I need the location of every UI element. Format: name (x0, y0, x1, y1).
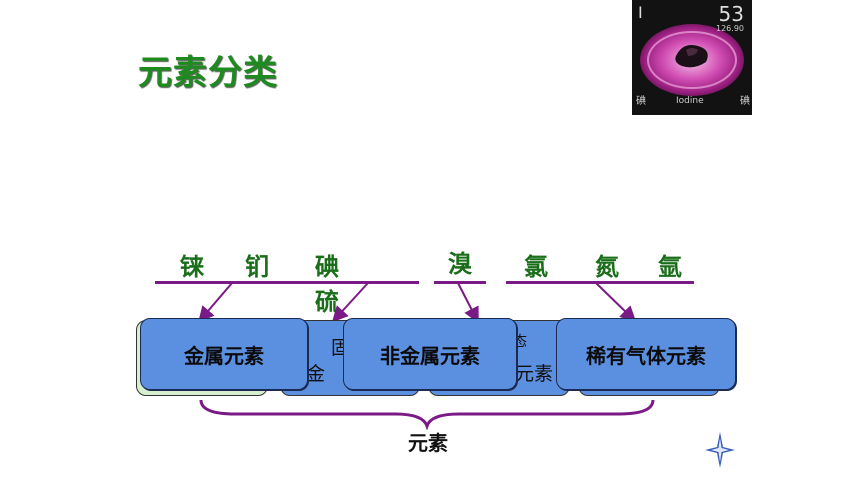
atomic-number: 53 (718, 2, 744, 26)
element-rhenium: 铼 (180, 252, 204, 281)
element-bromine: 溴 (448, 249, 472, 278)
arrow-to-metal (198, 282, 233, 323)
elements-label: 元素 (408, 431, 448, 455)
element-iodine: 碘 (315, 252, 339, 281)
underline-noble-group (506, 281, 694, 284)
element-symbol: I (638, 3, 643, 22)
element-name-cn-right: 碘 (740, 96, 750, 107)
nonmetal-elements-label: 非金属元素 (380, 343, 480, 368)
atomic-mass: 126.90 (716, 24, 744, 33)
element-chlorine: 氯 (524, 252, 548, 281)
iodine-sample-graphic (640, 24, 744, 96)
underline-nonmetal-group (300, 281, 419, 284)
element-name-cn: 碘 (636, 96, 646, 107)
arrow-to-noble (595, 282, 637, 323)
curly-brace (199, 399, 655, 430)
arrow-to-solid (331, 282, 369, 323)
arrow-to-liquid (457, 282, 479, 324)
metal-elements-box: 金属元素 (140, 318, 308, 390)
metal-elements-label: 金属元素 (184, 343, 264, 368)
element-nitrogen: 氮 (595, 252, 619, 281)
element-argon: 氩 (658, 252, 682, 281)
nonmetal-elements-box: 非金属元素 (343, 318, 517, 390)
underline-liquid-group (434, 281, 486, 284)
noble-gas-elements-label: 稀有气体元素 (586, 343, 706, 368)
back-box-liquid-label-2: 元素 (515, 363, 554, 385)
underline-metal-group (155, 281, 300, 284)
element-mendelevium: 钔 (245, 252, 269, 281)
iodine-tile-image: I 53 126.90 碘 Iodine 碘 (632, 0, 752, 115)
star-icon (705, 432, 735, 468)
noble-gas-elements-box: 稀有气体元素 (556, 318, 736, 390)
slide-title: 元素分类 (138, 53, 278, 93)
element-name-en: Iodine (676, 96, 704, 106)
